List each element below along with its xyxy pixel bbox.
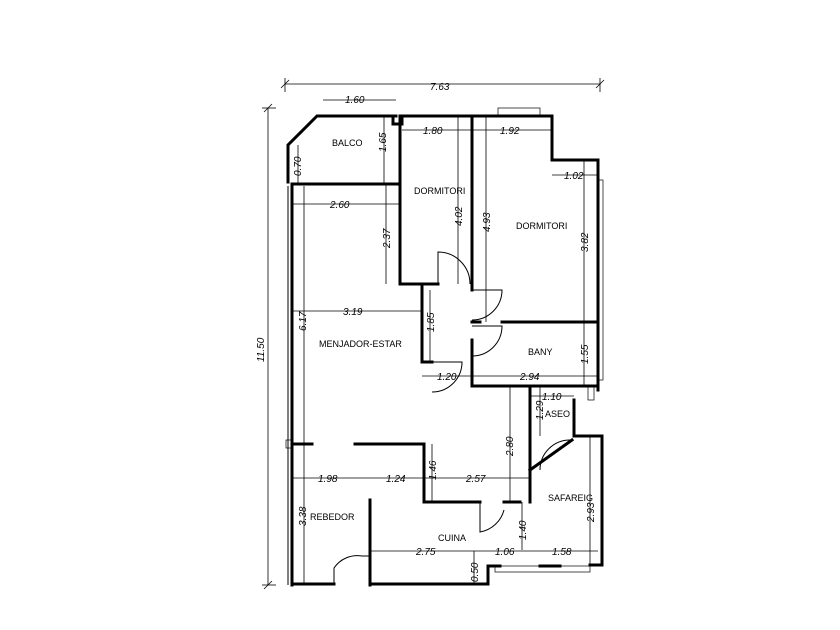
dim-dorm1-depth: 4.02 — [454, 206, 465, 226]
balcony-wall — [286, 114, 398, 184]
dim-living-mid-width: 3.19 — [343, 307, 363, 318]
dim-aseo-width: 1.10 — [542, 392, 562, 403]
entrance-door — [333, 555, 363, 584]
room-label-balco: BALCO — [332, 138, 363, 148]
aseo-right-wall — [572, 398, 604, 567]
dim-hall-height: 1.85 — [426, 312, 437, 332]
room-label-cuina: CUINA — [438, 533, 466, 543]
dim-bany-height: 1.55 — [580, 344, 591, 364]
top-wall — [391, 114, 600, 392]
window-dormitori-2 — [497, 107, 541, 117]
dim-balcony-width: 1.60 — [345, 95, 365, 106]
dim-dorm2-depth: 3.82 — [580, 232, 591, 252]
dim-hall-width: 1.20 — [437, 372, 457, 383]
kitchen-partition — [353, 442, 482, 504]
dim-dorm1-width: 1.80 — [423, 126, 443, 137]
dim-dorm2-notch: 1.02 — [564, 171, 584, 182]
dim-kitchen-door: 1.40 — [518, 520, 529, 540]
dim-rebedor-height: 3.38 — [298, 506, 309, 526]
dormitori-1-door — [437, 251, 471, 285]
dim-balcony-side: 0.70 — [293, 156, 304, 176]
dim-balcony-height: 1.65 — [378, 132, 389, 152]
dim-living-width-top: 2.60 — [329, 200, 350, 211]
bany-door — [471, 325, 503, 357]
dormitori-1-wall — [398, 114, 440, 286]
dim-rebedor-width: 1.98 — [318, 474, 338, 485]
dim-living-height: 6.17 — [298, 311, 309, 331]
room-label-rebedor: REBEDOR — [310, 512, 355, 522]
interior-dimension-lines — [292, 99, 598, 585]
dim-kitchen-width: 2.57 — [465, 474, 486, 485]
dim-step-height: 1.46 — [428, 460, 439, 480]
dim-kitchen-depth: 2.80 — [505, 436, 516, 457]
overall-dimension-lines — [262, 78, 605, 590]
dim-gap-width: 1.06 — [495, 547, 515, 558]
dim-bottom-wall: 0.50 — [470, 562, 481, 582]
room-label-bany: BANY — [528, 347, 553, 357]
dim-living-top-depth: 2.37 — [382, 228, 393, 249]
window-left — [285, 439, 293, 449]
kitchen-door — [479, 502, 505, 533]
dim-safareig-height: 2.93 — [586, 502, 597, 523]
window-aseo — [587, 385, 595, 401]
walls — [286, 114, 604, 587]
hall-door — [431, 361, 463, 393]
doors — [333, 251, 571, 584]
dim-cuina-width: 2.75 — [415, 547, 436, 558]
room-label-dormitori-2: DORMITORI — [516, 221, 567, 231]
room-label-dormitori-1: DORMITORI — [414, 186, 465, 196]
dim-total-height: 11.50 — [256, 337, 267, 362]
dimension-labels: 7.63 1.60 1.80 1.92 1.02 2.60 3.19 1.20 … — [256, 82, 597, 582]
window-east — [597, 179, 604, 381]
room-label-safareig: SAFAREIG — [548, 493, 593, 503]
bany-wall — [470, 338, 600, 388]
windows — [285, 107, 604, 573]
room-label-aseo: ASEO — [545, 409, 570, 419]
dormitori-2-door — [471, 289, 503, 321]
dim-safareig-width: 1.58 — [552, 547, 572, 558]
dim-bany-width: 2.94 — [519, 372, 540, 383]
dim-dorm2-width: 1.92 — [500, 126, 520, 137]
bottom-wall-right — [368, 564, 502, 586]
dim-total-width: 7.63 — [430, 82, 450, 93]
dim-dorm2-depth-full: 4.93 — [482, 212, 493, 232]
aseo-door — [539, 439, 571, 471]
window-bottom — [494, 565, 591, 573]
dim-partition-1: 1.24 — [386, 474, 406, 485]
room-labels: BALCO DORMITORI DORMITORI MENJADOR-ESTAR… — [310, 138, 593, 543]
dim-aseo-height: 1.29 — [535, 400, 546, 420]
room-label-menjador-estar: MENJADOR-ESTAR — [319, 339, 402, 349]
